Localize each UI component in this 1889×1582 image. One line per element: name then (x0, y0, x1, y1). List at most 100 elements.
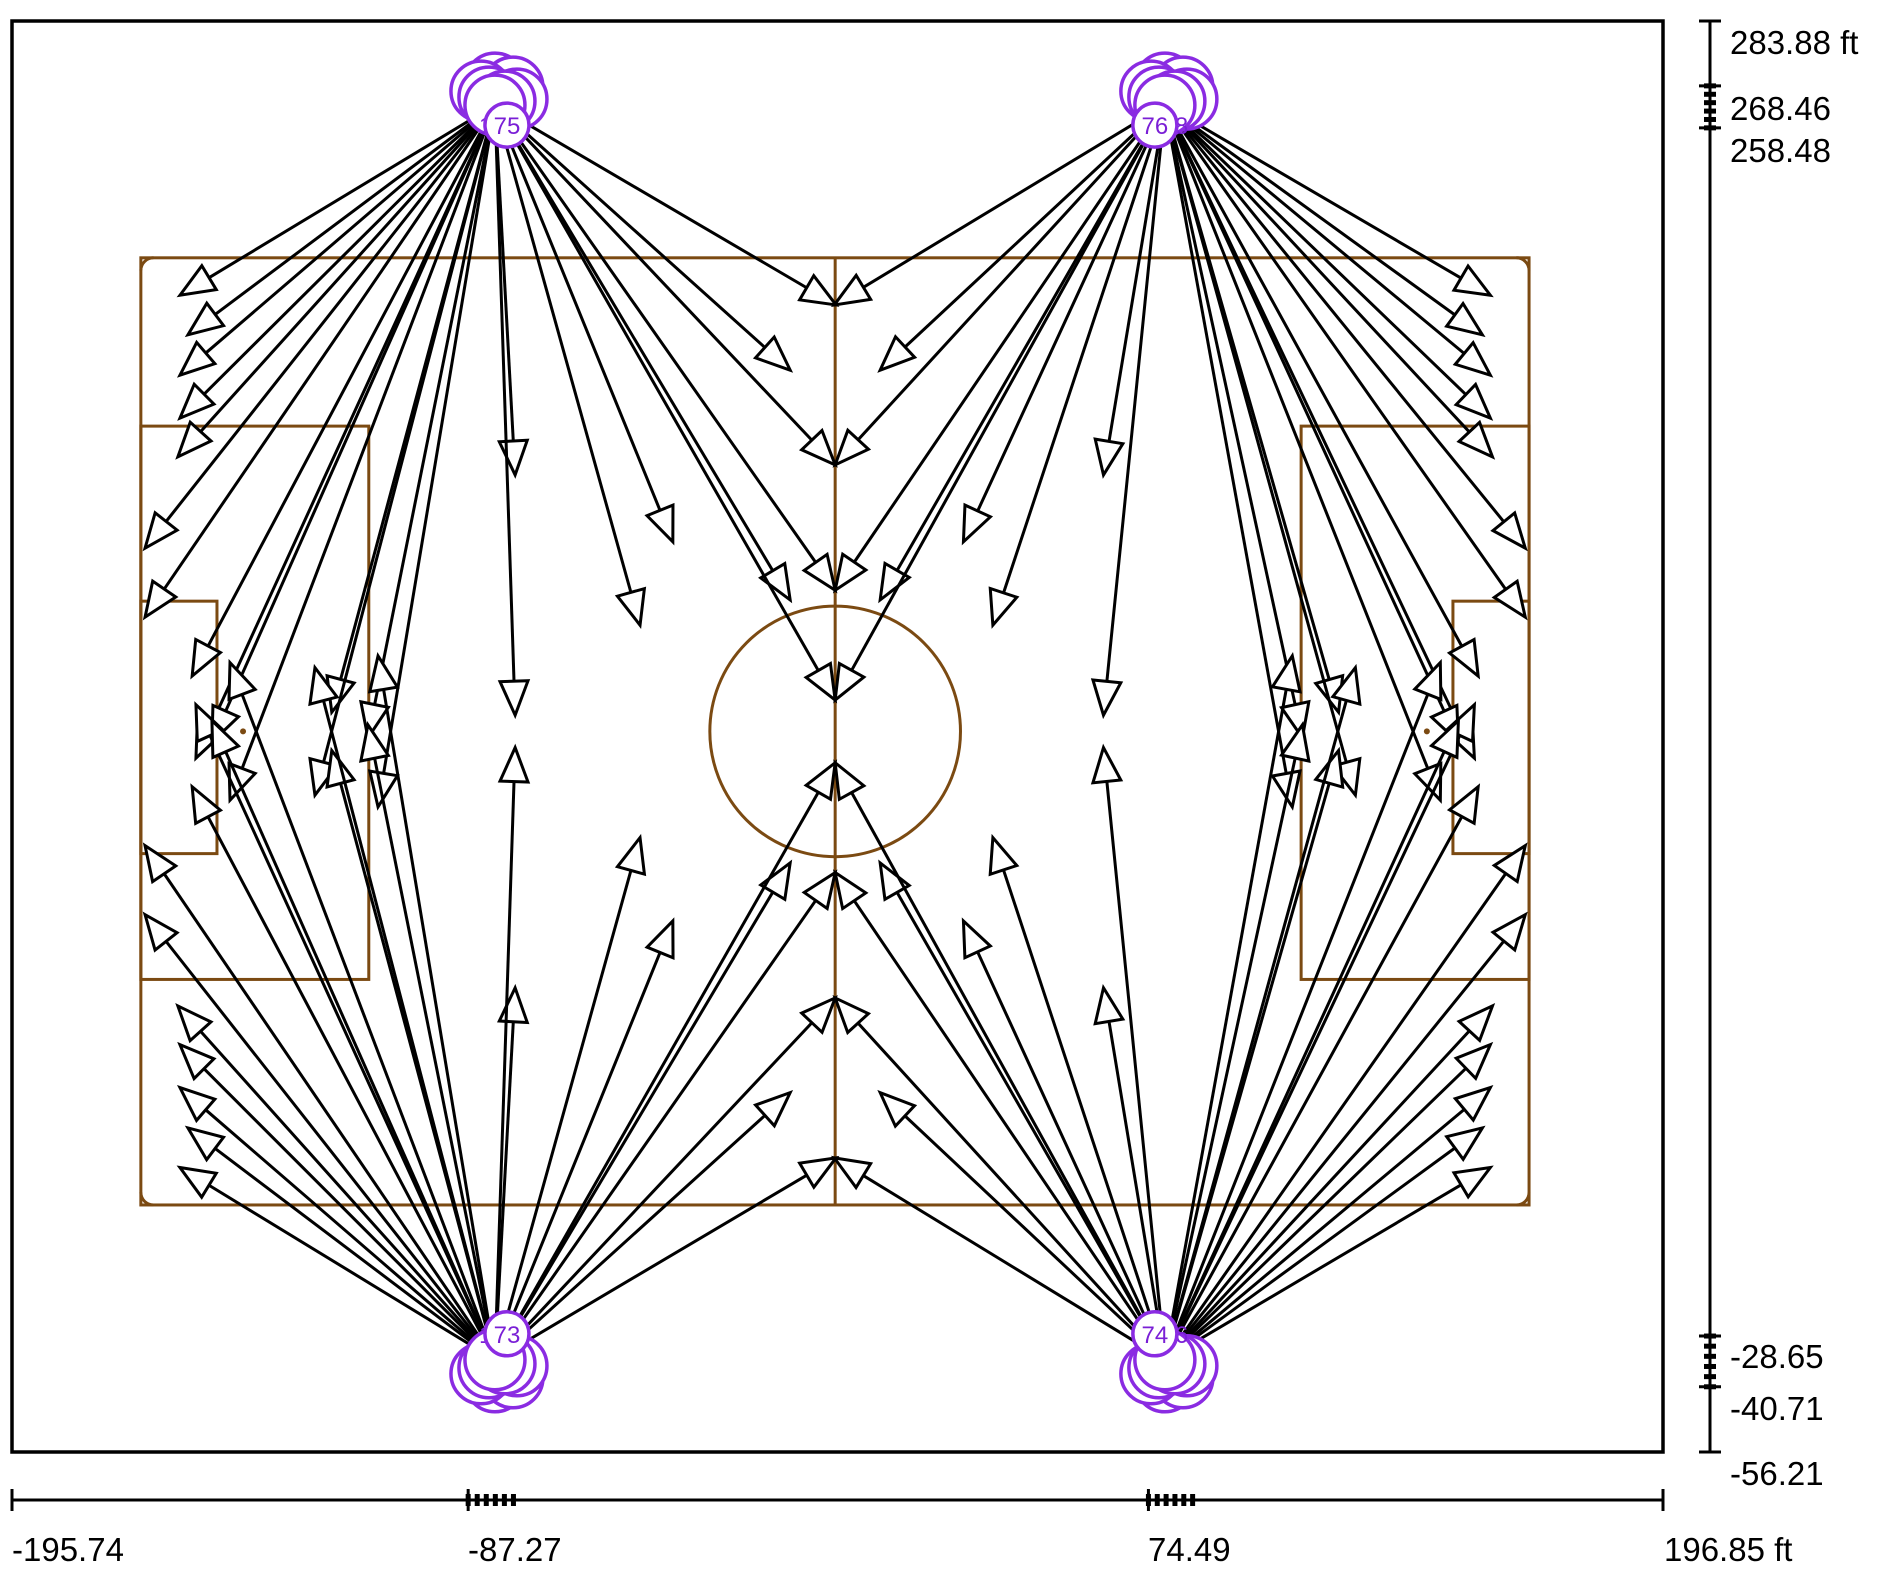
aim-line (1002, 869, 1167, 1361)
aim-line (373, 757, 497, 1361)
aim-arrowhead (1269, 651, 1302, 694)
aim-arrowhead (1491, 842, 1528, 885)
aim-line (1163, 693, 1430, 1361)
aim-line (1163, 104, 1297, 706)
aim-line (164, 940, 497, 1361)
corner-arc (1516, 256, 1531, 271)
aim-arrowhead (142, 578, 179, 621)
aim-line (494, 103, 808, 290)
aim-line (204, 103, 496, 355)
aim-arrowhead (797, 1155, 840, 1190)
x-tick-label: 74.49 (1148, 1531, 1231, 1568)
aim-arrowhead (961, 917, 993, 960)
pole-label-circle (1131, 1310, 1179, 1358)
x-tick-label: 196.85 ft (1664, 1531, 1792, 1568)
penalty-spot-right (1423, 728, 1430, 735)
aim-arrowhead (644, 917, 675, 960)
aim-line (493, 899, 817, 1361)
corner-arc (139, 1192, 154, 1207)
aim-line (853, 104, 1167, 563)
aim-line (202, 1067, 497, 1361)
aim-arrowhead (988, 833, 1020, 877)
aim-line (1107, 1021, 1167, 1361)
aim-arrowhead (1451, 263, 1494, 298)
pole-label-fragment: 8 (1175, 113, 1188, 140)
aim-line (1163, 104, 1507, 591)
x-axis: -195.74 -87.27 74.49 196.85 ft (10, 1489, 1792, 1568)
aim-arrowhead (1090, 678, 1124, 720)
aim-arrowhead (210, 717, 242, 760)
aim-line (1163, 1067, 1467, 1361)
aim-arrowhead (833, 661, 867, 704)
aim-line (1163, 103, 1466, 355)
aim-arrowhead (832, 995, 872, 1036)
aim-arrowhead (496, 983, 530, 1025)
aim-lines (142, 103, 1528, 1362)
pole-label: 73 (494, 1322, 521, 1349)
aim-line (1163, 104, 1348, 763)
aim-arrowhead (832, 869, 869, 912)
aim-arrowhead (1451, 1165, 1494, 1200)
aim-arrowhead (1452, 1085, 1494, 1123)
aim-arrowhead (961, 502, 994, 546)
aim-line (322, 700, 497, 1361)
aim-arrowhead (1093, 437, 1126, 479)
aim-arrowhead (799, 995, 838, 1035)
aim-arrowhead (988, 586, 1020, 629)
aim-line (1105, 104, 1167, 682)
aim-line (493, 104, 820, 672)
aim-line (493, 1021, 813, 1361)
field-markings (139, 256, 1531, 1207)
aim-arrowhead (1090, 743, 1124, 785)
plot-frame (10, 19, 1665, 1454)
center-circle (708, 604, 962, 859)
aim-line (1163, 1146, 1456, 1362)
aim-line (163, 104, 497, 590)
aim-arrowhead (1446, 783, 1481, 826)
aim-arrowhead (803, 661, 838, 704)
aim-line (1163, 700, 1348, 1361)
aim-line (1163, 104, 1464, 647)
aim-line (862, 103, 1166, 289)
aim-line (1163, 103, 1456, 317)
aim-line (1163, 750, 1446, 1361)
aim-line (493, 103, 766, 349)
aim-arrowhead (878, 859, 912, 902)
aim-arrowhead (184, 300, 227, 338)
aim-line (373, 104, 497, 705)
aim-line (1105, 781, 1167, 1360)
aim-arrowhead (367, 651, 400, 694)
aim-arrowhead (496, 438, 530, 479)
aim-arrowhead (190, 637, 224, 680)
aim-arrowhead (1456, 419, 1496, 460)
aim-line (493, 104, 817, 564)
aim-arrowhead (1279, 721, 1311, 763)
aim-arrowhead (1490, 510, 1528, 552)
aim-line (240, 104, 497, 769)
aim-line (493, 104, 633, 593)
aim-line (850, 104, 1167, 672)
aim-line (1163, 1029, 1471, 1361)
aim-line (1163, 104, 1288, 774)
aim-line (199, 104, 497, 433)
aim-arrowhead (758, 859, 793, 902)
aim-line (1164, 1183, 1462, 1362)
y-tick-label: 258.48 (1730, 132, 1831, 169)
pole-label-circle (483, 101, 531, 149)
y-tick-label: 268.46 (1730, 90, 1831, 127)
aim-line (852, 899, 1167, 1361)
aim-arrowhead (1446, 637, 1481, 680)
aim-arrowhead (803, 759, 838, 802)
aim-line (857, 104, 1166, 441)
aim-line (493, 951, 662, 1361)
aim-line (382, 104, 497, 774)
aim-line (1163, 104, 1471, 433)
pole-label-circle (1131, 101, 1179, 149)
aim-line (493, 104, 813, 442)
aim-arrowhead (801, 551, 838, 594)
aim-line (1163, 757, 1297, 1361)
aim-arrowhead (830, 1155, 874, 1191)
aim-line (224, 104, 497, 712)
aim-arrowhead (142, 911, 180, 953)
aim-arrowhead (190, 783, 224, 826)
